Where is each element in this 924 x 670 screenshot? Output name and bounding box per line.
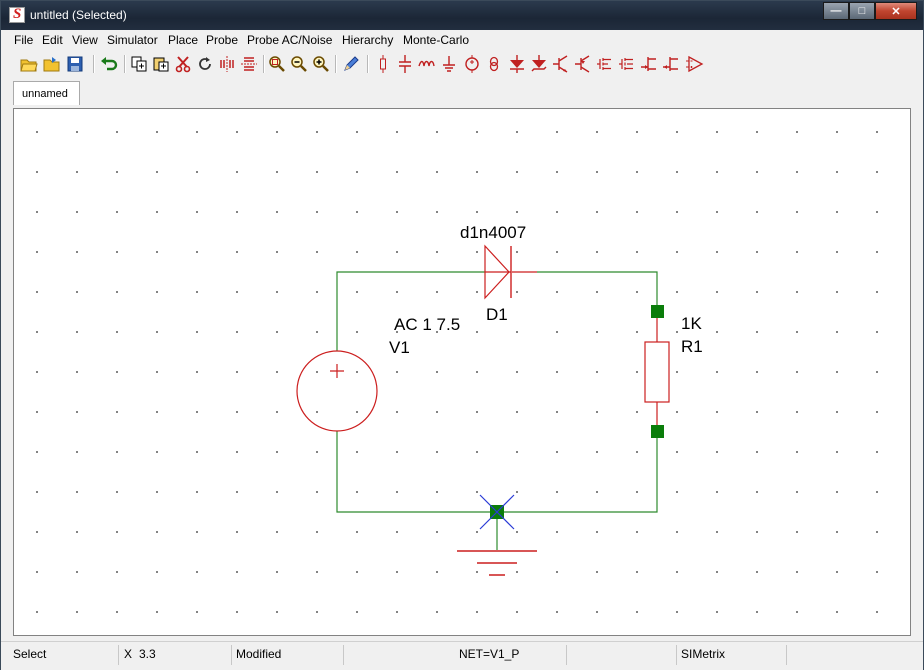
- njfet-icon[interactable]: [639, 54, 659, 74]
- capacitor-icon[interactable]: [395, 54, 415, 74]
- simetrix-logo-icon: S: [9, 6, 25, 23]
- document-tabs: unnamed: [1, 79, 923, 107]
- status-coord-value: 3.3: [139, 647, 156, 661]
- resistor-ref-label: R1: [681, 337, 703, 356]
- status-bar: Select X 3.3 Modified NET=V1_P SIMetrix: [1, 641, 923, 670]
- nmos-icon[interactable]: [595, 54, 615, 74]
- diode-icon[interactable]: [507, 54, 527, 74]
- menu-simulator[interactable]: Simulator: [107, 33, 158, 47]
- resistor-r1[interactable]: [644, 305, 670, 438]
- ground-symbol[interactable]: [457, 550, 537, 576]
- menu-probe-ac-noise[interactable]: Probe AC/Noise: [247, 33, 333, 47]
- flip-icon[interactable]: [239, 54, 259, 74]
- tab-unnamed[interactable]: unnamed: [13, 81, 80, 105]
- save-icon[interactable]: [65, 54, 85, 74]
- voltage-source-v1[interactable]: [296, 350, 378, 432]
- diode-d1[interactable]: [484, 244, 537, 300]
- diode-ref-label: D1: [486, 305, 508, 324]
- resistor-pin-top: [651, 305, 664, 318]
- mirror-icon[interactable]: [217, 54, 237, 74]
- cut-icon[interactable]: [173, 54, 193, 74]
- title-bar[interactable]: S untitled (Selected) — □ ✕: [1, 1, 923, 30]
- open-folder-icon[interactable]: [19, 54, 39, 74]
- source-ref-label: V1: [389, 338, 410, 357]
- ground-icon[interactable]: [439, 54, 459, 74]
- zoom-in-icon[interactable]: [311, 54, 331, 74]
- status-app-name: SIMetrix: [681, 647, 726, 661]
- toolbar: [1, 52, 923, 78]
- close-button[interactable]: ✕: [875, 2, 917, 20]
- npn-icon[interactable]: [551, 54, 571, 74]
- menu-view[interactable]: View: [72, 33, 98, 47]
- status-modified: Modified: [236, 647, 282, 661]
- zoom-fit-icon[interactable]: [267, 54, 287, 74]
- resistor-value-label: 1K: [681, 314, 702, 333]
- resistor-icon[interactable]: [373, 54, 393, 74]
- zener-icon[interactable]: [529, 54, 549, 74]
- selected-junction[interactable]: [479, 494, 515, 530]
- window-title: untitled (Selected): [30, 8, 127, 22]
- undo-icon[interactable]: [99, 54, 119, 74]
- pencil-icon[interactable]: [341, 54, 361, 74]
- menu-monte-carlo[interactable]: Monte-Carlo: [403, 33, 470, 47]
- inductor-icon[interactable]: [417, 54, 437, 74]
- pnp-icon[interactable]: [573, 54, 593, 74]
- copy-icon[interactable]: [129, 54, 149, 74]
- paste-icon[interactable]: [151, 54, 171, 74]
- pmos-icon[interactable]: [617, 54, 637, 74]
- menu-hierarchy[interactable]: Hierarchy: [342, 33, 394, 47]
- schematic-canvas[interactable]: d1n4007 D1 AC 1 7.5 V1 1K R1: [13, 108, 911, 636]
- diode-model-label: d1n4007: [460, 223, 526, 242]
- menu-edit[interactable]: Edit: [42, 33, 63, 47]
- current-source-icon[interactable]: [484, 54, 504, 74]
- voltage-source-icon[interactable]: [462, 54, 482, 74]
- zoom-out-icon[interactable]: [289, 54, 309, 74]
- opamp-icon[interactable]: [685, 54, 705, 74]
- status-mode: Select: [13, 647, 47, 661]
- menu-place[interactable]: Place: [168, 33, 199, 47]
- resistor-pin-bottom: [651, 425, 664, 438]
- menu-probe[interactable]: Probe: [206, 33, 239, 47]
- minimize-button[interactable]: —: [823, 2, 849, 20]
- menu-file[interactable]: File: [14, 33, 34, 47]
- maximize-button[interactable]: □: [849, 2, 875, 20]
- source-value-label: AC 1 7.5: [394, 315, 460, 334]
- pjfet-icon[interactable]: [661, 54, 681, 74]
- open-icon[interactable]: [42, 54, 62, 74]
- status-coord-label: X: [124, 647, 133, 661]
- status-net: NET=V1_P: [459, 647, 520, 661]
- rotate-icon[interactable]: [195, 54, 215, 74]
- menu-bar: File Edit View Simulator Place Probe Pro…: [1, 31, 923, 51]
